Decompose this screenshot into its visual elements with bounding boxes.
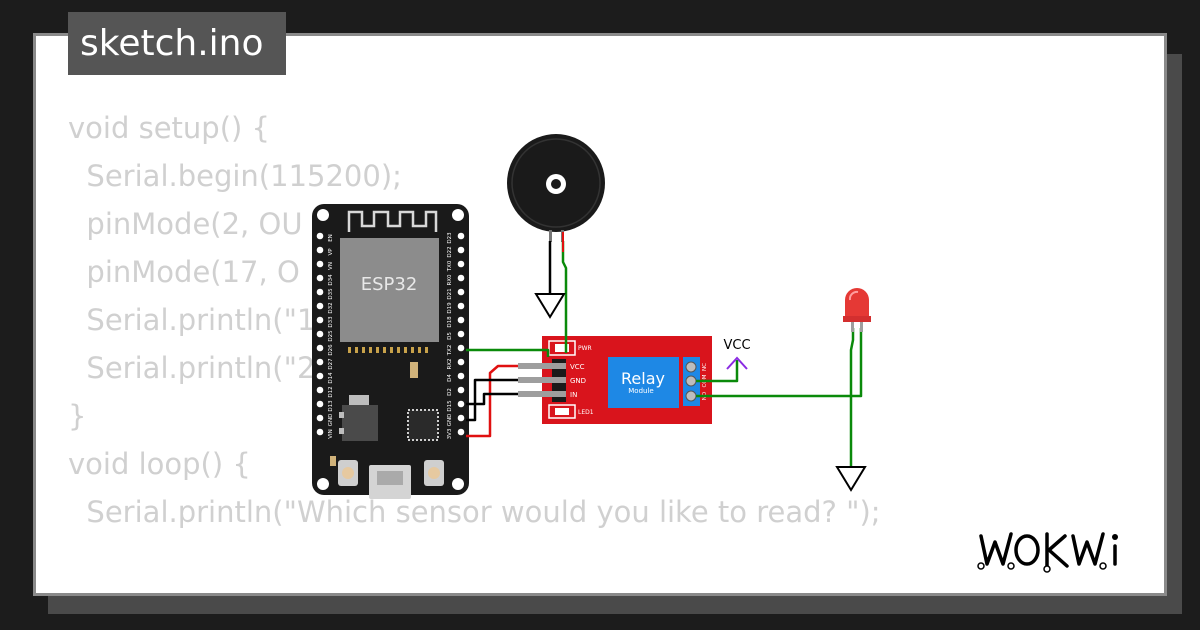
esp32-pin-label: D34	[328, 274, 334, 286]
esp32-pin-holes	[316, 232, 465, 436]
antenna-icon	[347, 210, 438, 232]
wire-com-vcc[interactable]	[696, 360, 739, 383]
relay-pin-label: VCC	[570, 363, 585, 371]
code-line: Serial.begin(115200);	[68, 159, 402, 193]
pwr-led	[548, 340, 576, 356]
esp32-module	[340, 238, 439, 342]
code-line: pinMode(2, OU	[68, 207, 303, 241]
code-line: }	[68, 399, 87, 433]
wire-led-gnd[interactable]	[849, 328, 855, 466]
esp32-pin-label: GND	[447, 414, 453, 427]
esp32-pin-label: D27	[328, 358, 334, 370]
esp32-pin-label: D5	[447, 332, 453, 340]
wire-in[interactable]	[466, 392, 518, 406]
mounting-hole	[317, 209, 329, 221]
esp32-pin-label: D2	[447, 388, 453, 396]
esp32-pin-label: D35	[328, 288, 334, 300]
esp32-chip-label: ESP32	[361, 274, 418, 295]
code-line: pinMode(17, O	[68, 255, 300, 289]
voltage-regulator	[342, 405, 378, 441]
code-line: Serial.println("1	[68, 303, 316, 337]
esp32-pin-label: TX2	[447, 345, 453, 357]
mounting-hole	[452, 209, 464, 221]
code-line: void setup() {	[68, 111, 270, 145]
esp32-pin-label: GND	[328, 414, 334, 427]
esp32-pin-label: D21	[447, 288, 453, 299]
buzzer[interactable]	[507, 134, 605, 242]
wokwi-logo	[977, 532, 1118, 573]
ground-icon	[534, 293, 566, 319]
led1-label: LED1	[578, 409, 594, 416]
esp32-pin-label: D32	[328, 302, 334, 313]
esp32-pin-label: EN	[328, 234, 334, 242]
esp32-pin-label: VIN	[328, 429, 334, 439]
esp32-pin-label: D33	[328, 316, 334, 328]
esp32-pin-label: D22	[447, 246, 453, 257]
mounting-hole	[317, 478, 329, 490]
wire-vcc[interactable]	[466, 364, 518, 438]
esp32-pin-label: D25	[328, 330, 334, 342]
esp32-pin-label: RX0	[447, 274, 453, 286]
esp32-pin-label: D13	[328, 400, 334, 412]
red-led[interactable]	[843, 288, 871, 332]
esp32-pin-label: D19	[447, 302, 453, 314]
esp32-pin-label: D23	[447, 232, 453, 244]
vcc-label: VCC	[723, 338, 750, 353]
mounting-hole	[452, 478, 464, 490]
wire-no-led[interactable]	[696, 328, 863, 398]
wire-tx2-relay[interactable]	[466, 348, 550, 357]
filename-tab[interactable]: sketch.ino	[68, 12, 286, 75]
esp32-pin-label: D18	[447, 316, 453, 328]
relay-module[interactable]: PWR VCC GND IN LED1 Relay Module NC COM …	[518, 336, 712, 424]
relay-subtitle: Module	[628, 387, 653, 395]
esp32-pin-label: RX2	[447, 358, 453, 369]
esp32-pin-label: VN	[328, 262, 334, 270]
esp32-pin-label: 3V3	[447, 428, 453, 439]
code-line: Serial.println("2	[68, 351, 316, 385]
vcc-arrow-icon	[726, 356, 748, 370]
esp32-pin-label: D26	[328, 344, 334, 356]
esp32-pin-label: D15	[447, 400, 453, 412]
esp32-pin-label: VP	[328, 248, 334, 256]
relay-block	[608, 357, 679, 408]
relay-pin-label: IN	[570, 391, 577, 399]
led1	[548, 404, 576, 419]
esp32-board[interactable]: ESP32 EN VP VN D34	[312, 204, 469, 499]
code-editor: void setup() { Serial.begin(115200); pin…	[68, 104, 881, 536]
code-line: void loop() {	[68, 447, 251, 481]
relay-pin-label: GND	[570, 377, 586, 385]
esp32-pin-label: D12	[328, 386, 334, 397]
relay-contact-label: NC	[702, 363, 708, 371]
pwr-label: PWR	[578, 345, 592, 352]
relay-title: Relay	[621, 369, 665, 388]
preview-card	[33, 33, 1167, 596]
wire-gnd[interactable]	[466, 378, 518, 422]
usb-uart-chip	[407, 409, 439, 441]
esp32-pin-label: D4	[447, 374, 453, 382]
code-line: Serial.println("Which sensor would you l…	[68, 495, 881, 529]
module-pads	[348, 347, 428, 353]
esp32-pin-label: TX0	[447, 260, 453, 272]
esp32-pin-label: D14	[328, 372, 334, 384]
ground-icon	[835, 466, 867, 492]
